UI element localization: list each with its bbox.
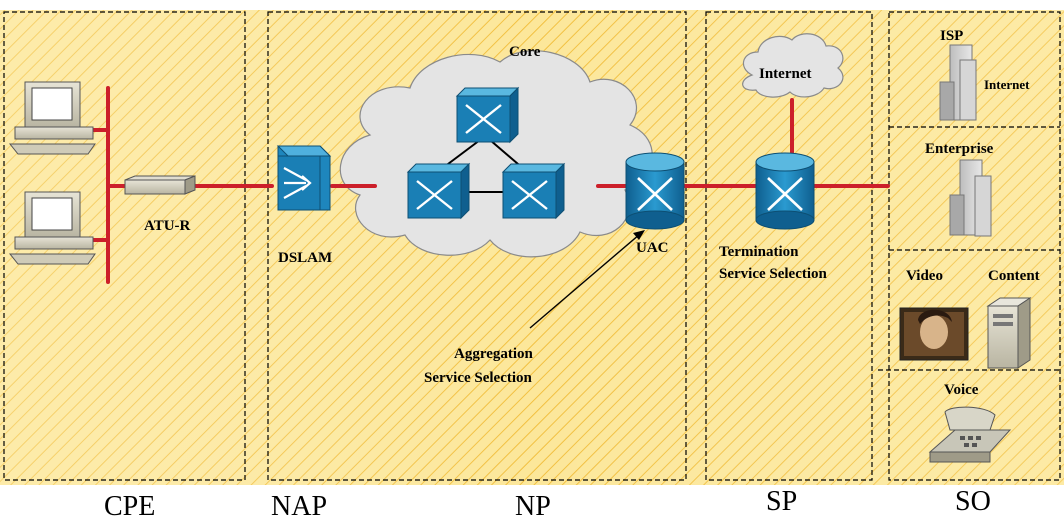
aggregation-service-selection-label: Service Selection [424,370,533,386]
zone-box-np [267,11,687,481]
internet-cloud-label: Internet [759,66,812,82]
atu-r-modem-icon [124,175,196,195]
zone-label-np: NP [515,491,551,522]
termination-service-selection-label: Service Selection [719,266,828,282]
uac-router-icon [625,152,685,230]
enterprise-label: Enterprise [925,141,994,157]
video-label: Video [906,268,943,284]
atu-r-label: ATU-R [144,218,191,234]
zone-label-cpe: CPE [104,491,155,522]
content-server-icon [986,297,1032,369]
video-thumbnail-icon [899,307,969,361]
core-switch-icon [501,162,566,220]
zone-box-so [888,11,1061,481]
zone-label-so: SO [955,486,991,517]
zone-label-nap: NAP [271,491,327,522]
dslam-label: DSLAM [278,250,332,266]
core-label: Core [509,44,541,60]
dslam-icon [276,145,332,211]
aggregation-label: Aggregation [454,346,534,362]
termination-label: Termination [719,244,799,260]
zone-label-sp: SP [766,486,797,517]
isp-label: ISP [940,28,963,44]
content-label: Content [988,268,1040,284]
internet-cloud [742,33,844,98]
isp-building-icon [939,44,977,121]
workstation-icon [8,191,96,265]
core-switch-icon [455,86,520,144]
aggregation-arrow [529,230,645,329]
termination-router-icon [755,152,815,230]
enterprise-building-icon [949,159,992,237]
isp-internet-label: Internet [984,77,1030,92]
zone-box-cpe [3,11,246,481]
uac-label: UAC [636,240,669,256]
workstation-icon [8,81,96,155]
voice-label: Voice [944,382,979,398]
zone-box-sp [705,11,873,481]
core-switch-icon [406,162,471,220]
telephone-icon [928,406,1012,463]
